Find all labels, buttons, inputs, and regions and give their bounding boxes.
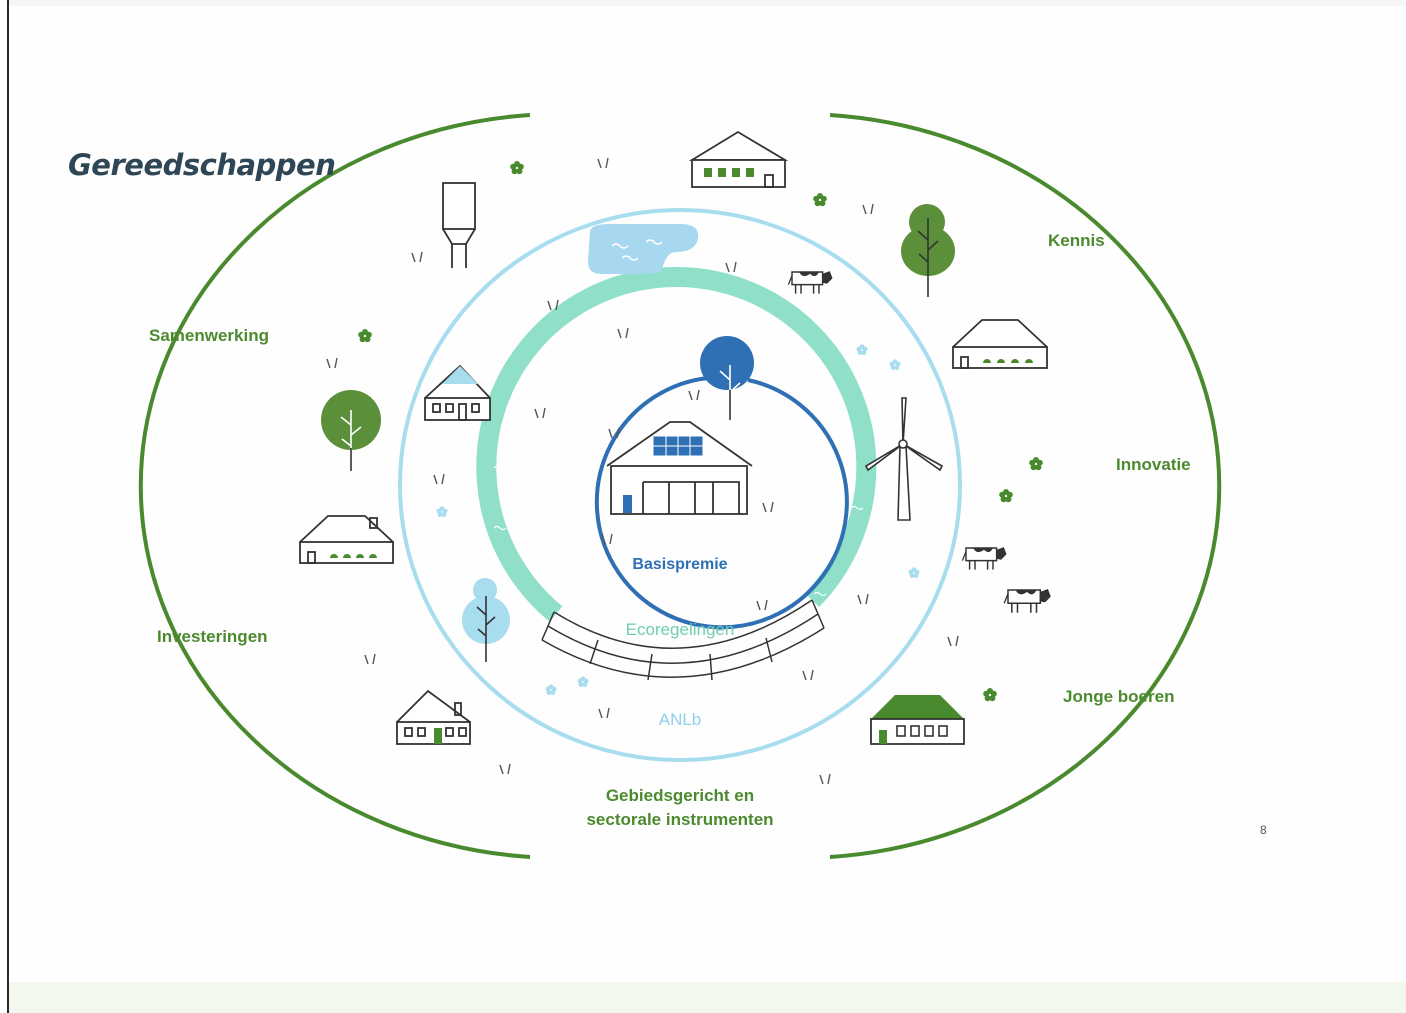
- label-jonge-boeren: Jonge boeren: [1063, 687, 1175, 706]
- cow-icon-3: [1003, 588, 1052, 614]
- scan-top-strip: [9, 0, 1406, 6]
- label-investeringen: Investeringen: [157, 627, 268, 646]
- barn-green-roof-icon: [870, 695, 965, 745]
- barn-right-icon: [952, 319, 1048, 369]
- house-bottom-left-icon: [396, 689, 471, 745]
- house-blue-roof-icon: [424, 364, 491, 421]
- basispremie-ring: [594, 376, 849, 630]
- page-title: Gereedschappen: [68, 148, 336, 182]
- scan-left-edge: [7, 0, 9, 1013]
- label-samenwerking: Samenwerking: [149, 326, 269, 345]
- barn-left-windows: [330, 554, 377, 558]
- cow-icon-2: [961, 546, 1008, 571]
- pond-icon: [588, 224, 699, 274]
- anlb-ring: [398, 208, 962, 762]
- label-kennis: Kennis: [1048, 231, 1105, 250]
- outer-arc-left: [138, 113, 531, 859]
- barn-left-icon: [299, 515, 394, 564]
- green-tree-right-icon: [901, 204, 955, 297]
- light-blue-tree-icon: [462, 578, 510, 662]
- bridge-icon: [541, 599, 825, 681]
- ring-wave-marks: [493, 339, 864, 597]
- label-anlb: ANLb: [658, 710, 702, 729]
- green-tree-left-icon: [321, 390, 381, 471]
- label-gebiedsgericht-line1: Gebiedsgericht en: [605, 786, 755, 805]
- barn-top-windows: [704, 168, 754, 177]
- scan-bottom-strip: [9, 982, 1406, 1013]
- barn-right-windows: [983, 359, 1033, 363]
- page-number: 8: [1260, 823, 1267, 837]
- barn-top-icon: [688, 130, 789, 188]
- blue-tree-icon: [700, 336, 754, 420]
- label-basispremie: Basispremie: [632, 556, 728, 573]
- cow-icon-1: [787, 270, 834, 295]
- farm-door-icon: [623, 495, 632, 513]
- label-innovatie: Innovatie: [1116, 455, 1191, 474]
- water-tower-icon: [442, 182, 476, 268]
- ecoregelingen-ring: [476, 266, 877, 622]
- outer-arc-right: [829, 113, 1222, 859]
- label-gebiedsgericht: Gebiedsgericht en sectorale instrumenten: [560, 784, 800, 832]
- house-door-icon: [434, 728, 442, 744]
- windmill-icon: [864, 397, 944, 521]
- central-farm-icon: [606, 421, 753, 515]
- label-ecoregelingen: Ecoregelingen: [625, 620, 735, 639]
- label-gebiedsgericht-line2: sectorale instrumenten: [586, 810, 774, 829]
